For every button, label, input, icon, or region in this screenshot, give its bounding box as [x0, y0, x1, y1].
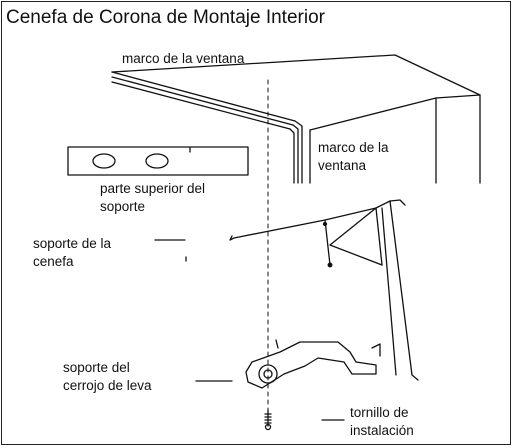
label-window-frame-top: marco de la ventana [122, 51, 245, 66]
label-cam-lock-2: cerrojo de leva [63, 378, 152, 393]
window-frame-drawing [111, 54, 481, 184]
label-valance-bracket-2: cenefa [33, 254, 74, 269]
label-bracket-top-2: soporte [100, 199, 146, 214]
label-install-screw-1: tornillo de [350, 405, 409, 420]
bracket-hole-right [145, 153, 169, 169]
cam-lock-bracket-drawing [245, 339, 381, 389]
label-window-frame-side-1: marco de la [318, 140, 389, 155]
label-window-frame-side-2: ventana [318, 158, 367, 173]
installation-screw-drawing [264, 409, 272, 431]
label-cam-lock-1: soporte del [63, 360, 130, 375]
bracket-top-plate [67, 146, 249, 176]
label-bracket-top-1: parte superior del [100, 181, 206, 196]
cam-lock-dial [258, 364, 278, 384]
valance-bracket-drawing [229, 199, 419, 381]
label-valance-bracket-1: soporte de la [33, 236, 112, 251]
diagram-title: Cenefa de Corona de Montaje Interior [6, 7, 325, 28]
bracket-hole-left [92, 153, 116, 169]
label-install-screw-2: instalación [350, 423, 414, 438]
